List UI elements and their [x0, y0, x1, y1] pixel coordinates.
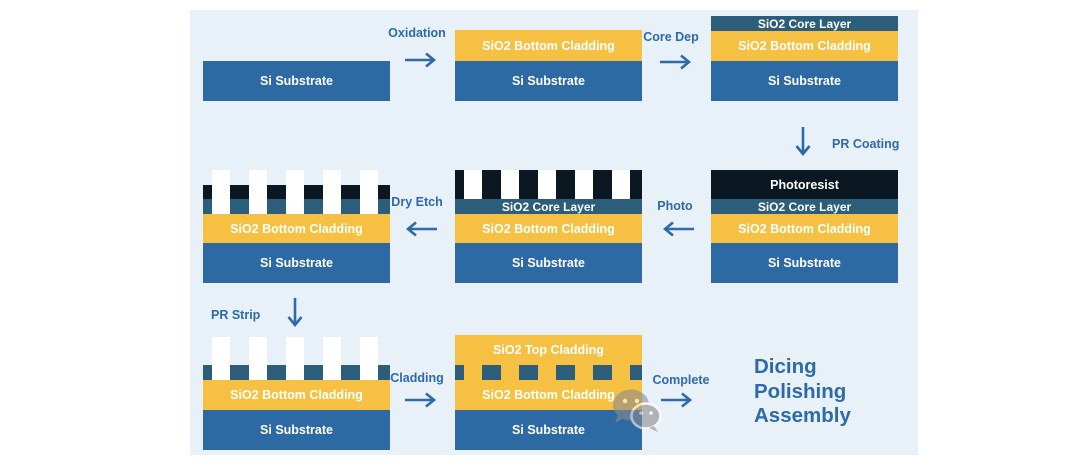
transition-label-pr-strip: PR Strip: [211, 308, 261, 322]
etched-gap: [212, 170, 230, 214]
bottom-cladding-layer: SiO2 Bottom Cladding: [455, 380, 642, 410]
si-substrate-layer: Si Substrate: [711, 61, 898, 101]
transition-label-oxidation: Oxidation: [388, 26, 446, 40]
bottom-cladding-layer: SiO2 Bottom Cladding: [455, 214, 642, 243]
exposed-gap: [501, 170, 519, 199]
transition-label-pr-coating: PR Coating: [832, 137, 900, 151]
si-substrate-layer: Si Substrate: [455, 243, 642, 283]
si-substrate-layer: Si Substrate: [711, 243, 898, 283]
final-step-polishing: Polishing: [754, 379, 847, 403]
arrow-left-icon: [405, 221, 437, 237]
si-substrate-layer: Si Substrate: [203, 243, 390, 283]
core-layer: SiO2 Core Layer: [455, 199, 642, 214]
photoresist-layer: Photoresist: [711, 170, 898, 199]
etched-gap: [360, 170, 378, 214]
exposed-gap: [538, 170, 556, 199]
core-layer: SiO2 Core Layer: [711, 16, 898, 31]
final-steps-text: Dicing Polishing Assembly: [754, 355, 851, 429]
exposed-gap: [612, 170, 630, 199]
patterned-photoresist: [455, 170, 642, 199]
etched-gap: [249, 337, 267, 380]
bottom-cladding-layer: SiO2 Bottom Cladding: [455, 30, 642, 61]
transition-label-core-dep: Core Dep: [643, 30, 699, 44]
si-substrate-layer: Si Substrate: [455, 410, 642, 450]
etched-gap: [212, 337, 230, 380]
si-substrate-layer: Si Substrate: [203, 61, 390, 101]
transition-label-dry-etch: Dry Etch: [391, 195, 443, 209]
final-step-assembly: Assembly: [754, 404, 851, 427]
buried-core-waveguides: [455, 365, 642, 380]
bottom-cladding-layer: SiO2 Bottom Cladding: [711, 214, 898, 243]
etched-gap: [323, 337, 341, 380]
wechat-icon: [613, 389, 662, 432]
etched-gap: [286, 337, 304, 380]
arrow-left-icon: [662, 221, 694, 237]
cladding-filled-gap: [612, 365, 630, 380]
cladding-filled-gap: [538, 365, 556, 380]
arrow-right-icon: [405, 52, 437, 68]
arrow-down-icon: [287, 298, 303, 328]
etched-gap: [249, 170, 267, 214]
arrow-down-icon: [795, 127, 811, 157]
exposed-gap: [575, 170, 593, 199]
si-substrate-layer: Si Substrate: [455, 61, 642, 101]
si-substrate-layer: Si Substrate: [203, 410, 390, 450]
transition-label-photo: Photo: [657, 199, 693, 213]
arrow-right-icon: [661, 392, 693, 408]
etched-core-waveguides: [203, 337, 390, 380]
transition-label-cladding: Cladding: [390, 371, 444, 385]
bottom-cladding-layer: SiO2 Bottom Cladding: [203, 214, 390, 243]
transition-label-complete: Complete: [652, 373, 710, 387]
etched-gap: [360, 337, 378, 380]
etched-gap: [286, 170, 304, 214]
bottom-cladding-layer: SiO2 Bottom Cladding: [711, 31, 898, 61]
exposed-gap: [464, 170, 482, 199]
core-layer: SiO2 Core Layer: [711, 199, 898, 214]
bottom-cladding-layer: SiO2 Bottom Cladding: [203, 380, 390, 410]
etched-gap: [323, 170, 341, 214]
cladding-filled-gap: [464, 365, 482, 380]
top-cladding-layer: SiO2 Top Cladding: [455, 335, 642, 365]
arrow-right-icon: [660, 54, 692, 70]
etched-core-with-photoresist: [203, 170, 390, 214]
cladding-filled-gap: [501, 365, 519, 380]
arrow-right-icon: [405, 392, 437, 408]
final-step-dicing: Dicing: [754, 355, 817, 378]
cladding-filled-gap: [575, 365, 593, 380]
